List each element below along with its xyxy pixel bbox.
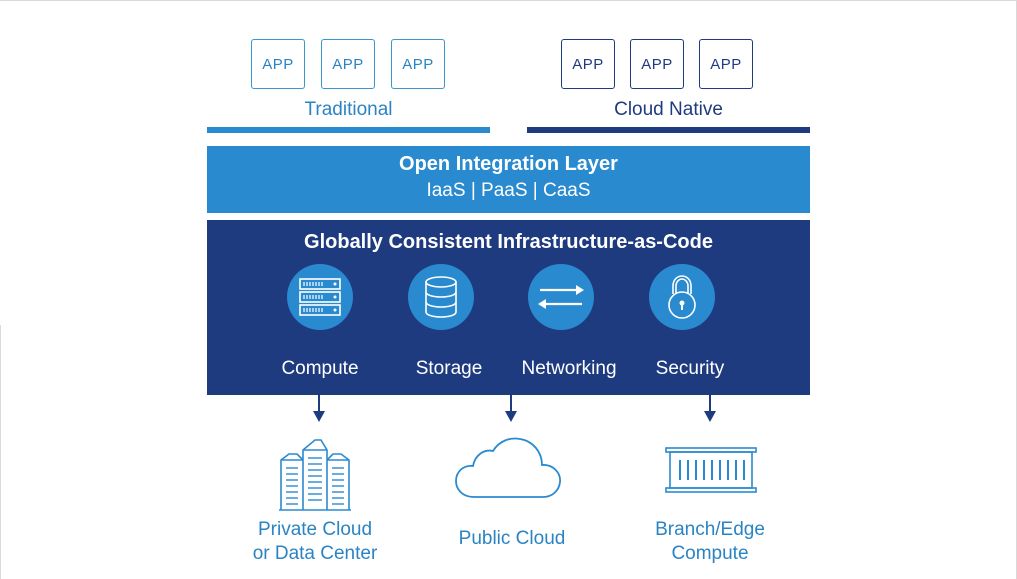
integration-layer-title: Open Integration Layer bbox=[399, 153, 618, 175]
traditional-app-box: APP bbox=[251, 39, 305, 89]
cloud-native-app-box: APP bbox=[699, 39, 753, 89]
integration-layer-subtitle: IaaS | PaaS | CaaS bbox=[426, 180, 591, 201]
padlock-icon bbox=[668, 275, 696, 319]
exchange-arrows-icon bbox=[538, 285, 584, 309]
security-circle bbox=[649, 264, 715, 330]
networking-circle bbox=[528, 264, 594, 330]
database-icon bbox=[425, 276, 457, 318]
server-rack-icon bbox=[299, 278, 341, 316]
capability-compute: Compute bbox=[281, 358, 359, 379]
cloud-native-bar bbox=[527, 127, 810, 133]
traditional-app-box: APP bbox=[321, 39, 375, 89]
app-label: APP bbox=[710, 55, 742, 73]
container-icon bbox=[665, 447, 757, 493]
capability-networking: Networking bbox=[521, 358, 617, 379]
destination-branch-edge: Branch/Edge Compute bbox=[620, 518, 800, 566]
cloud-native-app-box: APP bbox=[630, 39, 684, 89]
traditional-app-box: APP bbox=[391, 39, 445, 89]
traditional-bar bbox=[207, 127, 490, 133]
cloud-native-label: Cloud Native bbox=[614, 99, 723, 120]
down-arrow-icon bbox=[704, 395, 716, 422]
destination-line2: or Data Center bbox=[252, 543, 378, 564]
data-center-icon bbox=[279, 439, 351, 511]
destination-line2: Compute bbox=[671, 543, 749, 564]
capability-security: Security bbox=[655, 358, 725, 379]
left-border bbox=[0, 325, 1, 579]
app-label: APP bbox=[332, 55, 364, 73]
app-label: APP bbox=[402, 55, 434, 73]
destination-line1: Public Cloud bbox=[458, 528, 566, 549]
down-arrow-icon bbox=[313, 395, 325, 422]
storage-circle bbox=[408, 264, 474, 330]
compute-circle bbox=[287, 264, 353, 330]
destination-private-cloud: Private Cloud or Data Center bbox=[225, 518, 405, 566]
cloud-icon bbox=[455, 437, 561, 498]
app-label: APP bbox=[641, 55, 673, 73]
app-label: APP bbox=[572, 55, 604, 73]
down-arrow-icon bbox=[505, 395, 517, 422]
destination-line1: Private Cloud bbox=[257, 519, 373, 540]
capability-storage: Storage bbox=[415, 358, 483, 379]
cloud-native-app-box: APP bbox=[561, 39, 615, 89]
traditional-label: Traditional bbox=[304, 99, 393, 120]
destination-line1: Branch/Edge bbox=[655, 519, 765, 540]
integration-layer: Open Integration Layer IaaS | PaaS | Caa… bbox=[207, 146, 810, 213]
infrastructure-title: Globally Consistent Infrastructure-as-Co… bbox=[304, 231, 713, 253]
destination-public-cloud: Public Cloud bbox=[422, 527, 602, 551]
app-label: APP bbox=[262, 55, 294, 73]
